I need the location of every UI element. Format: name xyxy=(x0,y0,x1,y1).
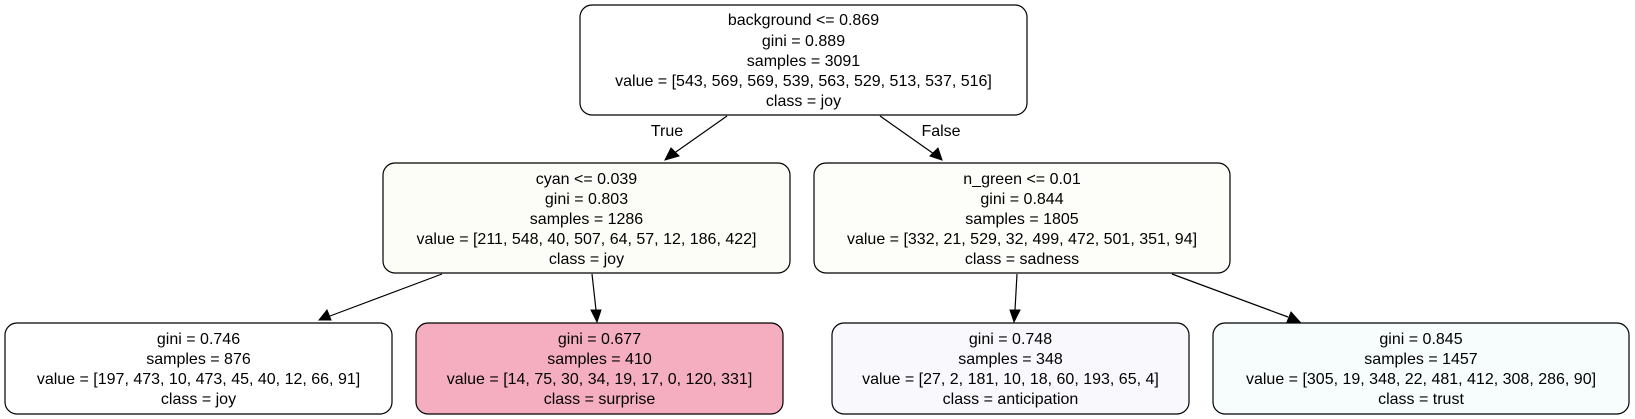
edge-right-leaf3 xyxy=(1009,273,1021,324)
tree-leaf-1-samples: samples = 876 xyxy=(146,351,251,368)
tree-node-left-gini: gini = 0.803 xyxy=(545,191,628,208)
tree-leaf-3-gini: gini = 0.748 xyxy=(969,331,1052,348)
tree-leaf-3: gini = 0.748 samples = 348 value = [27, … xyxy=(831,322,1190,415)
tree-node-root: background <= 0.869 gini = 0.889 samples… xyxy=(579,4,1028,116)
tree-leaf-3-box xyxy=(831,322,1190,415)
tree-node-right-box xyxy=(813,162,1231,274)
tree-node-root-class: class = joy xyxy=(766,93,841,110)
tree-node-right: n_green <= 0.01 gini = 0.844 samples = 1… xyxy=(813,162,1231,274)
tree-leaf-4-samples: samples = 1457 xyxy=(1364,351,1478,368)
tree-leaf-4: gini = 0.845 samples = 1457 value = [305… xyxy=(1212,322,1630,415)
edge-left-leaf1 xyxy=(317,273,443,321)
tree-leaf-1: gini = 0.746 samples = 876 value = [197,… xyxy=(4,322,393,415)
tree-leaf-1-value: value = [197, 473, 10, 473, 45, 40, 12, … xyxy=(37,371,360,388)
tree-leaf-1-gini: gini = 0.746 xyxy=(157,331,240,348)
tree-leaf-4-class: class = trust xyxy=(1378,391,1464,408)
tree-node-left-value: value = [211, 548, 40, 507, 64, 57, 12, … xyxy=(417,231,757,248)
tree-node-right-split: n_green <= 0.01 xyxy=(963,171,1081,188)
tree-node-left-split: cyan <= 0.039 xyxy=(536,171,638,188)
edge-label-false: False xyxy=(921,123,960,140)
tree-leaf-2-value: value = [14, 75, 30, 34, 19, 17, 0, 120,… xyxy=(447,371,753,388)
tree-leaf-4-value: value = [305, 19, 348, 22, 481, 412, 308… xyxy=(1246,371,1596,388)
edge-right-leaf4 xyxy=(1171,273,1302,323)
tree-node-right-gini: gini = 0.844 xyxy=(980,191,1063,208)
tree-leaf-3-class: class = anticipation xyxy=(943,391,1079,408)
tree-node-root-box xyxy=(579,4,1028,116)
edge-label-true: True xyxy=(651,123,683,140)
tree-node-left: cyan <= 0.039 gini = 0.803 samples = 128… xyxy=(382,162,791,274)
tree-node-root-samples: samples = 3091 xyxy=(747,53,861,70)
tree-leaf-3-samples: samples = 348 xyxy=(958,351,1063,368)
tree-leaf-2-gini: gini = 0.677 xyxy=(558,331,641,348)
tree-leaf-4-gini: gini = 0.845 xyxy=(1379,331,1462,348)
tree-node-left-class: class = joy xyxy=(549,251,624,268)
tree-node-root-gini: gini = 0.889 xyxy=(762,33,845,50)
tree-node-root-split: background <= 0.869 xyxy=(728,12,879,29)
edge-root-right xyxy=(879,115,943,161)
tree-node-right-samples: samples = 1805 xyxy=(965,211,1079,228)
tree-leaf-2-class: class = surprise xyxy=(544,391,656,408)
tree-node-right-class: class = sadness xyxy=(965,251,1079,268)
edge-left-leaf2 xyxy=(590,273,602,324)
tree-node-root-value: value = [543, 569, 569, 539, 563, 529, 5… xyxy=(615,73,992,90)
tree-leaf-3-value: value = [27, 2, 181, 10, 18, 60, 193, 65… xyxy=(862,371,1159,388)
edge-root-left xyxy=(664,115,728,161)
tree-leaf-2-samples: samples = 410 xyxy=(547,351,652,368)
tree-leaf-4-box xyxy=(1212,322,1630,415)
tree-node-left-box xyxy=(382,162,791,274)
tree-leaf-2: gini = 0.677 samples = 410 value = [14, … xyxy=(415,322,784,415)
tree-leaf-1-class: class = joy xyxy=(161,391,236,408)
tree-node-left-samples: samples = 1286 xyxy=(530,211,644,228)
tree-leaf-2-box xyxy=(415,322,784,415)
tree-leaf-1-box xyxy=(4,322,393,415)
tree-node-right-value: value = [332, 21, 529, 32, 499, 472, 501… xyxy=(847,231,1197,248)
